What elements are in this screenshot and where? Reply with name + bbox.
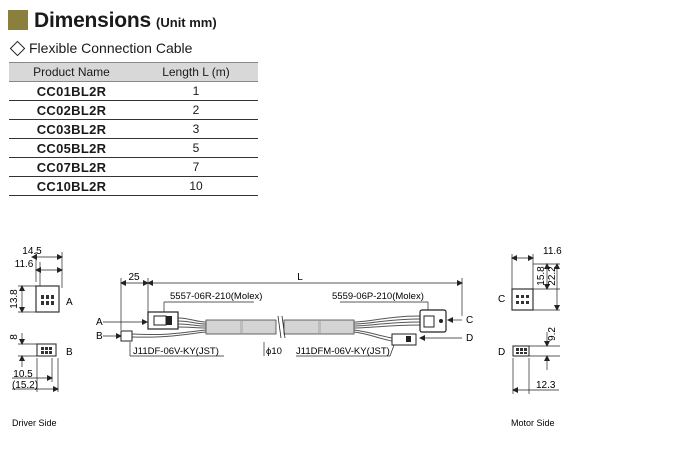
caption-motor-side: Motor Side [511,418,555,428]
length-cell: 10 [134,176,258,196]
length-cell: 2 [134,100,258,120]
title-marker-square [8,10,28,30]
label-motor-c: C [498,294,505,305]
connector-label-j11dfm-jst: J11DFM-06V-KY(JST) [296,346,390,357]
connector-label-5559-molex: 5559-06P-210(Molex) [332,291,424,302]
column-header-product-name: Product Name [9,62,134,82]
motor-connector-d-pins [516,348,527,354]
dim-offset-25: 25 [128,272,140,283]
connector-c-motor-end [419,309,447,333]
section-title: Flexible Connection Cable [29,40,193,56]
unit-note: (Unit mm) [156,15,217,30]
product-name-cell: CC07BL2R [9,157,134,177]
cable-assembly [103,278,463,357]
label-motor-d: D [498,347,505,358]
dim-driver-height-8: 8 [9,334,20,340]
length-cell: 3 [134,119,258,139]
connector-label-j11df-jst: J11DF-06V-KY(JST) [133,346,219,357]
length-cell: 5 [134,138,258,158]
dim-driver-width-10-5: 10.5 [13,369,33,380]
length-cell: 1 [134,81,258,101]
dim-motor-height-22-2: 22.2 [547,266,558,286]
cable-jacket [205,315,355,339]
label-cable-c: C [466,315,473,326]
connector-d-motor-end [391,333,417,346]
product-name-cell: CC10BL2R [9,176,134,196]
table-header-row: Product Name Length L (m) [9,62,258,82]
label-cable-a: A [96,317,103,328]
dim-length-l: L [297,272,303,283]
dim-motor-width-11-6: 11.6 [543,246,562,257]
product-name-cell: CC02BL2R [9,100,134,120]
dim-driver-width-15-2: (15.2) [12,380,38,391]
section-heading: Flexible Connection Cable [9,40,193,56]
page-title: Dimensions [34,9,152,32]
connector-b-driver-end [120,330,133,342]
label-driver-b: B [66,347,73,358]
connector-a-driver-end [147,311,179,330]
dim-driver-width-11-6: 11.6 [15,259,34,270]
column-header-length: Length L (m) [134,62,258,82]
dim-cable-diameter: ϕ10 [266,346,282,357]
dim-driver-width-14-5: 14.5 [22,246,42,257]
cable-wires-left [131,317,207,338]
length-cell: 7 [134,157,258,177]
product-name-cell: CC05BL2R [9,138,134,158]
dim-driver-height-13-8: 13.8 [9,289,20,309]
dim-motor-height-9-2: 9.2 [547,327,558,341]
label-driver-a: A [66,297,73,308]
driver-connector-b-pins [41,347,52,354]
label-cable-b: B [96,331,103,342]
cable-wires-right [353,315,421,342]
product-name-cell: CC01BL2R [9,81,134,101]
motor-connector-c-pins [516,295,529,304]
connector-label-5557-molex: 5557-06R-210(Molex) [170,291,262,302]
driver-connector-a-pins [41,295,54,305]
dim-motor-width-12-3: 12.3 [536,380,556,391]
product-name-cell: CC03BL2R [9,119,134,139]
driver-side-view [12,252,63,392]
motor-side-view [511,254,560,394]
label-cable-d: D [466,333,473,344]
caption-driver-side: Driver Side [12,418,57,428]
page-header: Dimensions (Unit mm) [8,6,217,32]
dim-motor-height-15-8: 15.8 [536,266,547,286]
